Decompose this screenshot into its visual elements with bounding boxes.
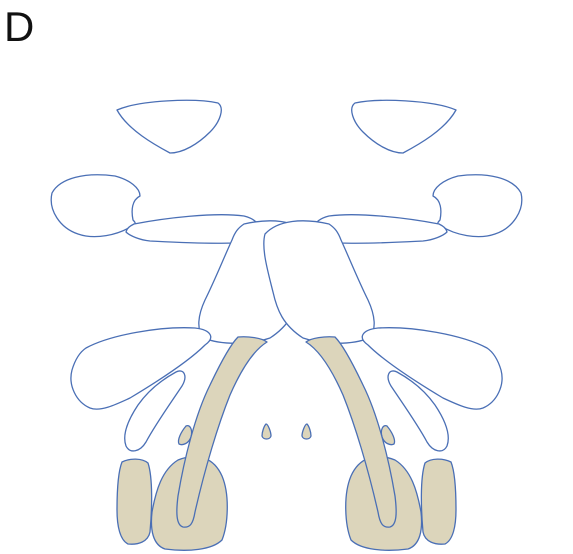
right-lower-lobe bbox=[362, 328, 502, 409]
right-upper-lobe bbox=[433, 175, 522, 237]
left-side bbox=[51, 100, 309, 550]
left-lower-lobe bbox=[71, 328, 211, 409]
right-top-lobe bbox=[352, 100, 456, 153]
right-tiny-tooth bbox=[302, 424, 311, 439]
left-finger bbox=[117, 459, 152, 544]
right-finger bbox=[421, 459, 456, 544]
left-tiny-tooth bbox=[262, 424, 271, 439]
left-upper-lobe bbox=[51, 175, 140, 237]
right-side bbox=[264, 100, 522, 550]
left-top-lobe bbox=[117, 100, 221, 153]
